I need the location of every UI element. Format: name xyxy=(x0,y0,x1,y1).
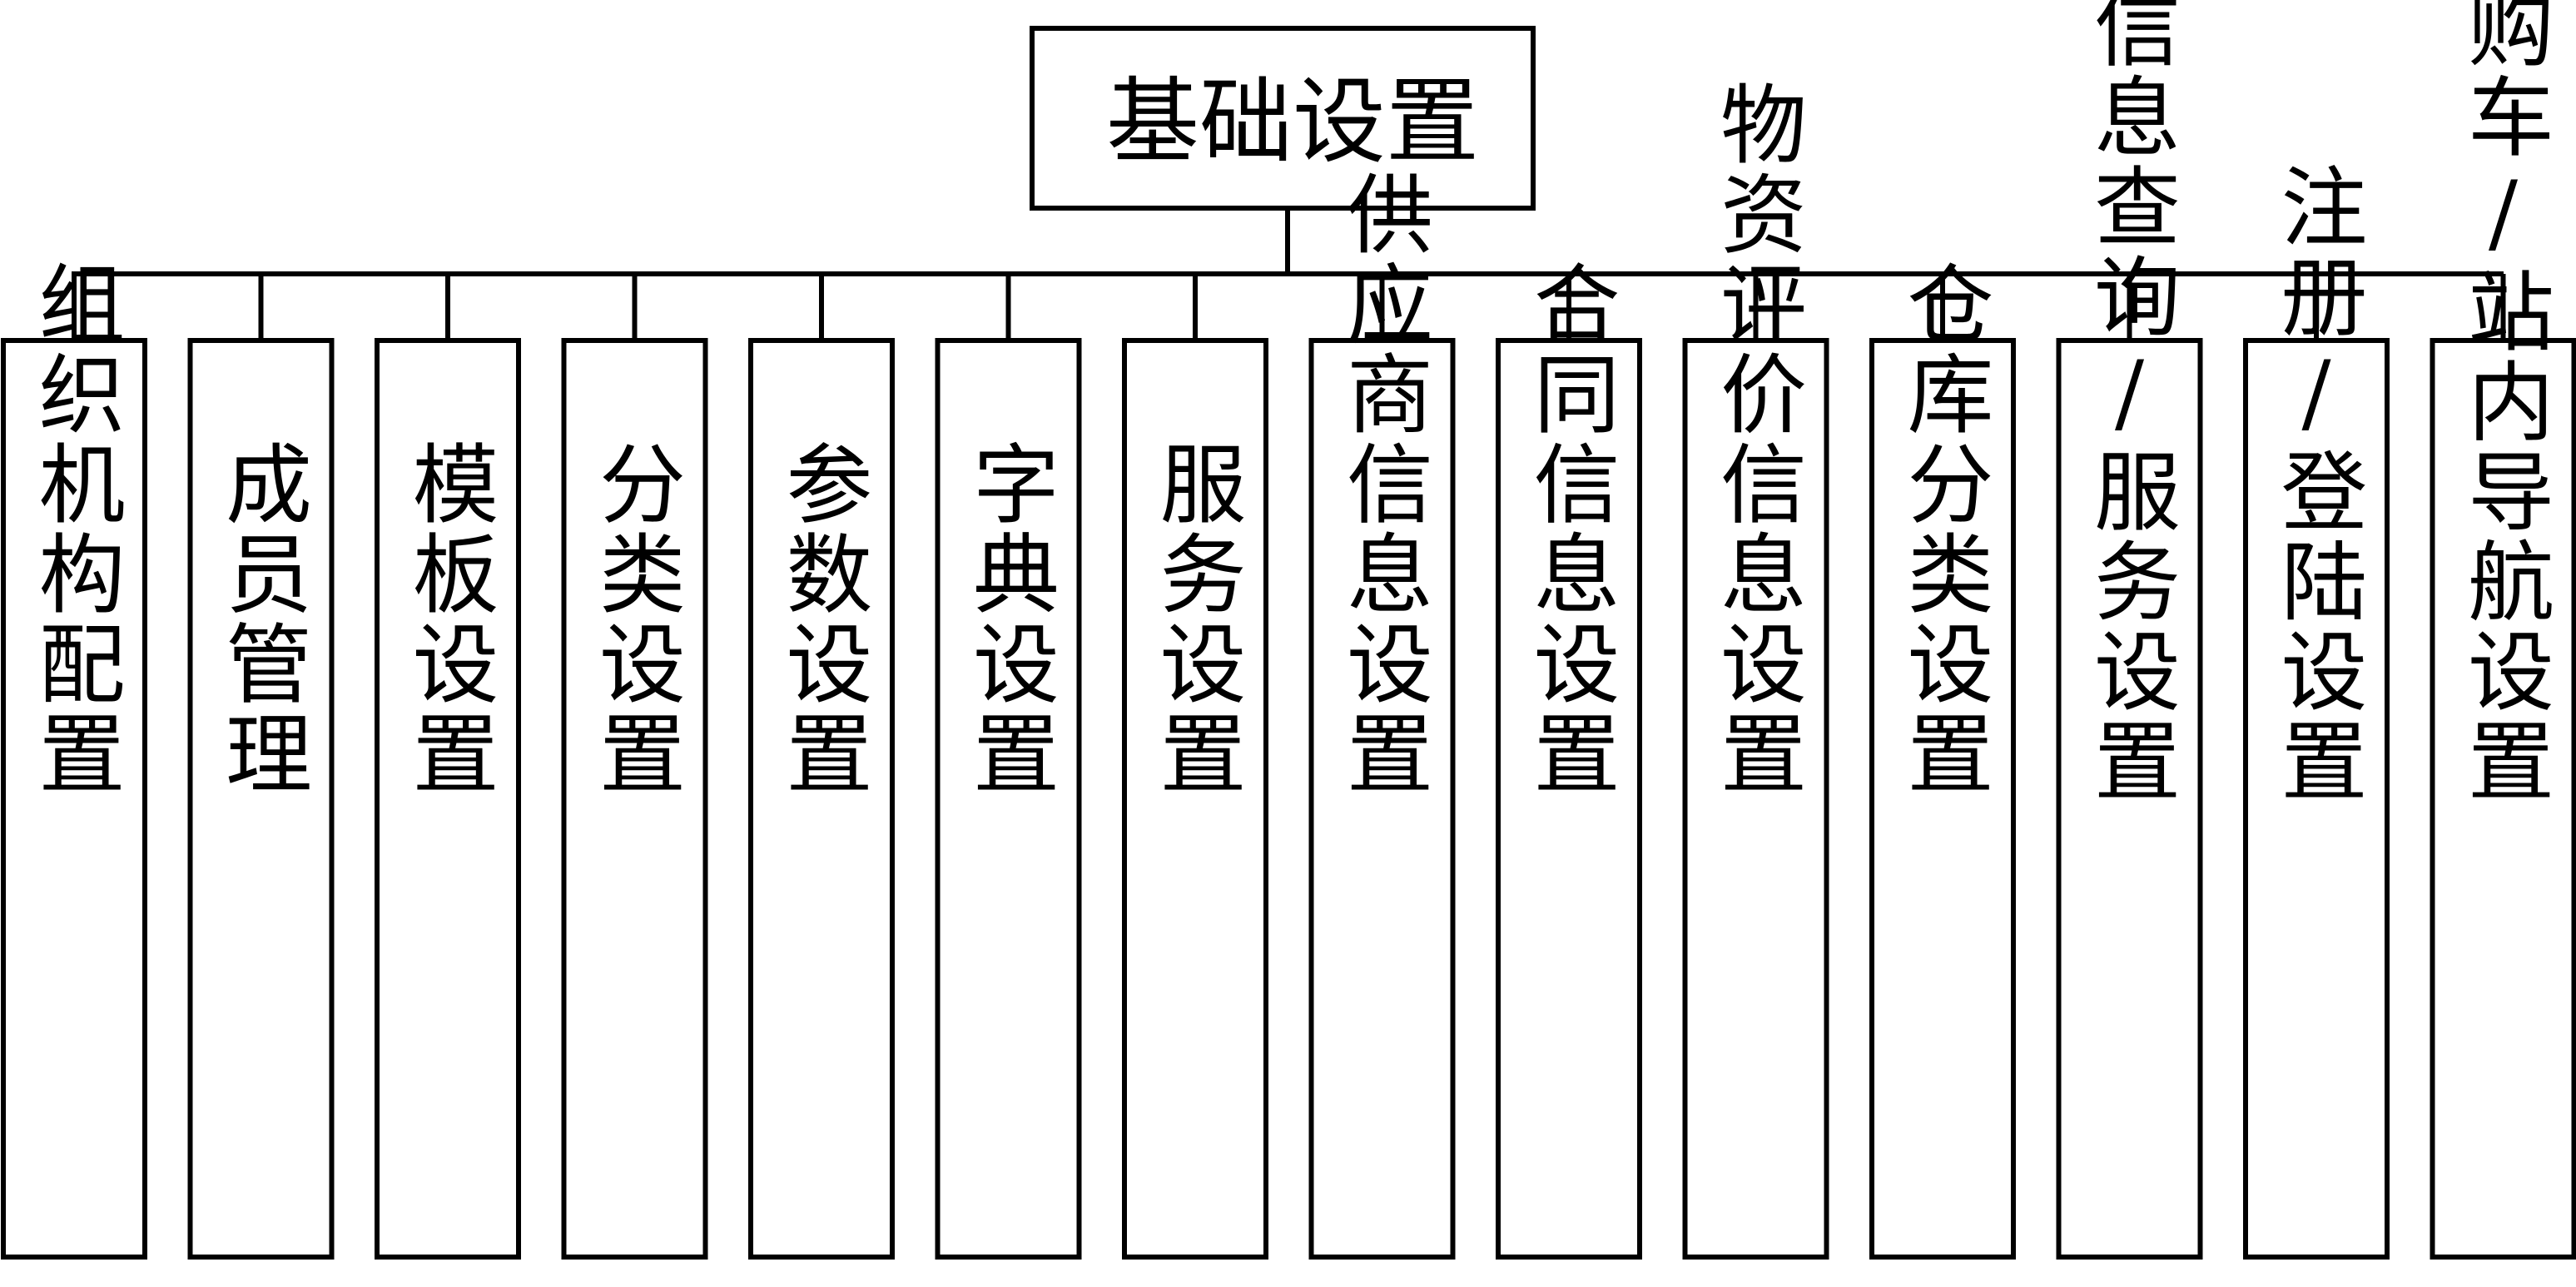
child-node: 参数设置 xyxy=(748,338,895,1260)
connectors xyxy=(72,208,2506,340)
child-stem-lines xyxy=(72,274,2506,340)
root-node: 基础设置 xyxy=(1030,26,1536,211)
child-node-box xyxy=(187,338,335,1260)
child-node-box xyxy=(1496,338,1642,1260)
child-node-box xyxy=(1682,338,1829,1260)
root-node-label: 基础设置 xyxy=(1106,68,1479,176)
child-node-label: 采购车/站内导航设置 xyxy=(2453,0,2554,807)
child-node: 物资评价信息设置 xyxy=(1682,80,1829,1260)
child-node: 服务设置 xyxy=(1122,338,1268,1260)
child-node-box xyxy=(1122,338,1268,1260)
child-node-label: 成员管理 xyxy=(211,440,312,799)
child-node-box xyxy=(1869,338,2016,1260)
child-node-label: 分类设置 xyxy=(584,440,686,799)
child-node-label: 合同信息设置 xyxy=(1518,260,1620,799)
child-node: 分类设置 xyxy=(561,338,708,1260)
child-node-label: 供应商信息设置 xyxy=(1332,170,1433,799)
child-node-label: 字典设置 xyxy=(958,440,1060,799)
child-node-label: 组织机构配置 xyxy=(23,260,125,799)
child-node: 模板设置 xyxy=(375,338,521,1260)
child-node-label: 物资评价信息设置 xyxy=(1705,80,1807,799)
child-node: 字典设置 xyxy=(935,338,1082,1260)
child-node-box xyxy=(2243,338,2390,1260)
child-node-box xyxy=(1,338,147,1260)
root-node-box xyxy=(1030,26,1536,211)
child-node: 采购车/站内导航设置 xyxy=(2430,0,2576,1260)
child-node-label: 仓库分类设置 xyxy=(1892,260,1993,799)
child-node: 信息查询/服务设置 xyxy=(2056,0,2203,1260)
child-node-box xyxy=(935,338,1082,1260)
child-node-box xyxy=(561,338,708,1260)
child-node-label: 参数设置 xyxy=(771,440,872,799)
child-node: 注册/登陆设置 xyxy=(2243,162,2390,1260)
child-node-box xyxy=(1308,338,1456,1260)
child-node-label: 模板设置 xyxy=(397,440,499,799)
child-node: 仓库分类设置 xyxy=(1869,260,2016,1260)
child-node: 成员管理 xyxy=(187,338,335,1260)
child-node-label: 服务设置 xyxy=(1144,440,1246,799)
child-node-box xyxy=(748,338,895,1260)
child-node: 组织机构配置 xyxy=(1,260,147,1260)
child-nodes: 组织机构配置成员管理模板设置分类设置参数设置字典设置服务设置供应商信息设置合同信… xyxy=(1,0,2576,1260)
child-node: 供应商信息设置 xyxy=(1308,170,1456,1260)
child-node-box xyxy=(2430,338,2576,1260)
child-node: 合同信息设置 xyxy=(1496,260,1642,1260)
child-node-box xyxy=(375,338,521,1260)
child-node-label: 信息查询/服务设置 xyxy=(2079,0,2181,807)
child-node-box xyxy=(2056,338,2203,1260)
child-node-label: 注册/登陆设置 xyxy=(2266,162,2367,807)
